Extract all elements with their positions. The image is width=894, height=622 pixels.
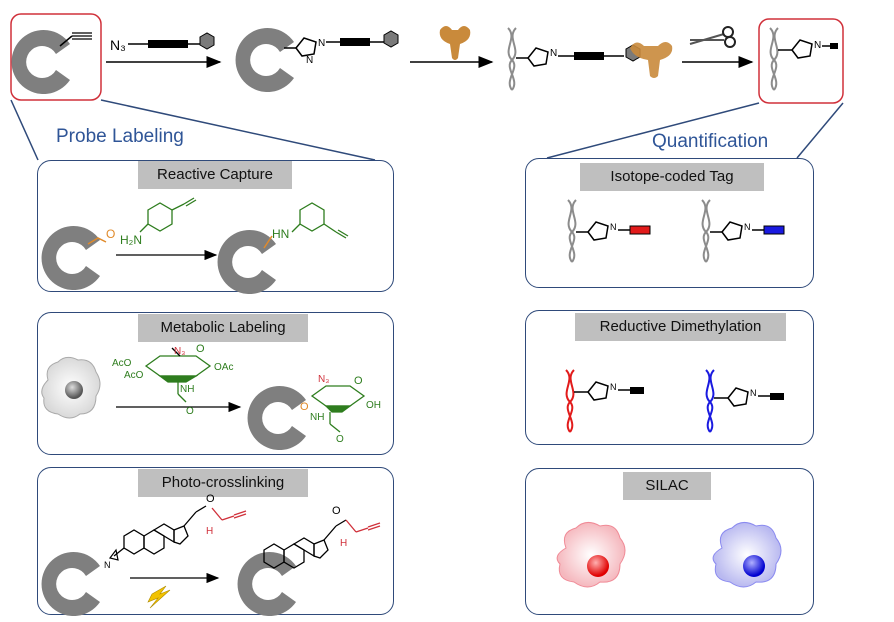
metabolic-labeling-scheme: N₃ O AcO AcO OAc NH O O N₃ O OH NH O bbox=[41, 343, 381, 450]
svg-text:N₃: N₃ bbox=[318, 374, 329, 385]
scissors-icon bbox=[689, 26, 736, 48]
svg-text:O: O bbox=[332, 505, 341, 517]
isotope-coded-scheme: N N bbox=[567, 199, 785, 263]
peptide-tagged: N bbox=[769, 27, 838, 91]
heavy-cell bbox=[556, 522, 626, 588]
svg-text:N₃: N₃ bbox=[110, 37, 126, 53]
protein-alkyne bbox=[11, 30, 92, 95]
svg-text:NH: NH bbox=[310, 412, 324, 423]
light-cell bbox=[712, 522, 782, 588]
svg-text:AcO: AcO bbox=[124, 370, 144, 381]
svg-text:N: N bbox=[610, 382, 617, 392]
section-title-probe-labeling: Probe Labeling bbox=[56, 126, 184, 147]
photo-crosslinking-scheme: N O H O H bbox=[41, 493, 381, 616]
panel-label-reductive-dimethylation: Reductive Dimethylation bbox=[575, 313, 786, 341]
svg-text:N: N bbox=[306, 55, 313, 66]
streptavidin-icon bbox=[439, 26, 471, 60]
svg-text:H₂N: H₂N bbox=[120, 233, 142, 247]
svg-text:O: O bbox=[106, 227, 115, 241]
svg-text:OH: OH bbox=[366, 400, 381, 411]
panel-label-reactive-capture: Reactive Capture bbox=[138, 161, 292, 189]
reactive-capture-scheme: O H₂N HN bbox=[41, 197, 349, 294]
connector-right-1 bbox=[546, 102, 760, 159]
silac-scheme bbox=[556, 522, 782, 588]
svg-text:NH: NH bbox=[180, 384, 194, 395]
svg-text:N₃: N₃ bbox=[174, 346, 185, 357]
svg-text:H: H bbox=[206, 526, 213, 537]
svg-text:N: N bbox=[610, 222, 617, 232]
svg-text:N: N bbox=[814, 40, 821, 51]
svg-text:HN: HN bbox=[272, 227, 289, 241]
connector-left-1 bbox=[10, 99, 39, 161]
panel-label-isotope-coded-tag: Isotope-coded Tag bbox=[580, 163, 764, 191]
svg-text:N: N bbox=[550, 48, 557, 59]
svg-text:O: O bbox=[206, 493, 215, 505]
svg-text:H: H bbox=[340, 538, 347, 549]
highlight-box-end bbox=[758, 18, 844, 104]
svg-text:OAc: OAc bbox=[214, 362, 233, 373]
light-nucleus bbox=[743, 555, 765, 577]
light-bolt-icon bbox=[147, 585, 171, 609]
svg-text:O: O bbox=[354, 375, 363, 387]
svg-text:O: O bbox=[336, 434, 344, 445]
connector-left-2 bbox=[100, 99, 376, 161]
section-title-quantification: Quantification bbox=[652, 131, 769, 152]
panel-label-photo-crosslinking: Photo-crosslinking bbox=[138, 469, 308, 497]
svg-text:AcO: AcO bbox=[112, 358, 132, 369]
heavy-nucleus bbox=[587, 555, 609, 577]
peptide-bound: N bbox=[507, 27, 673, 91]
highlight-box-start bbox=[10, 13, 102, 101]
svg-text:N: N bbox=[318, 38, 325, 49]
svg-text:N: N bbox=[744, 222, 751, 232]
connector-right-2 bbox=[796, 102, 844, 159]
reductive-dimethylation-scheme: N N bbox=[565, 369, 784, 433]
svg-text:O: O bbox=[186, 406, 194, 417]
panel-label-silac: SILAC bbox=[623, 472, 711, 500]
svg-text:O: O bbox=[300, 401, 309, 413]
panel-label-metabolic-labeling: Metabolic Labeling bbox=[138, 314, 308, 342]
protein-triazole-biotin: N N bbox=[235, 28, 399, 93]
svg-text:N: N bbox=[104, 560, 111, 570]
svg-text:O: O bbox=[196, 343, 205, 355]
svg-text:N: N bbox=[750, 388, 757, 398]
azide-probe: N₃ bbox=[110, 32, 215, 53]
